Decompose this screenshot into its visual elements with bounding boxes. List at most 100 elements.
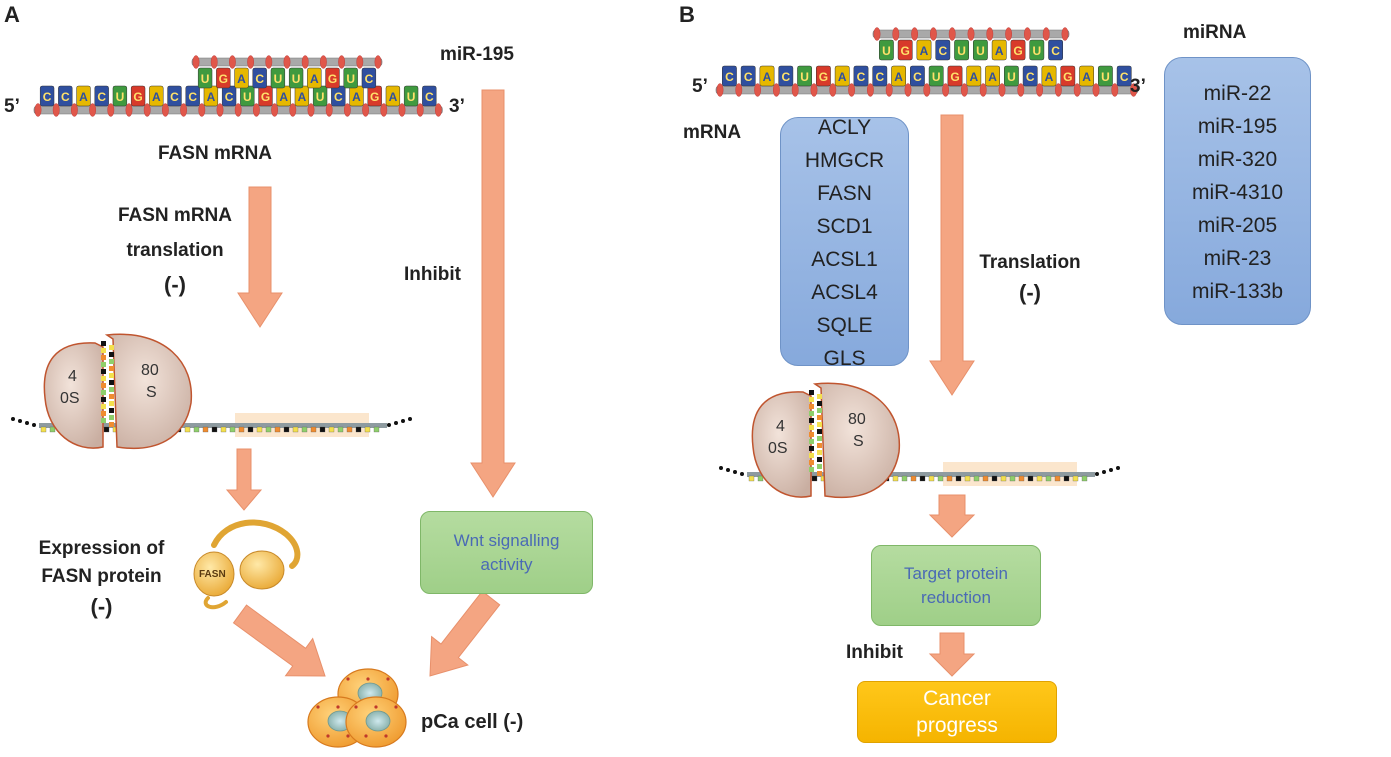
strand-bead xyxy=(961,83,968,97)
nucleotide-base xyxy=(1098,65,1113,87)
track-codon xyxy=(328,426,335,433)
nucleotide-base xyxy=(834,65,850,87)
track-codon xyxy=(274,426,281,433)
trna-bit xyxy=(109,373,114,378)
nucleotide-letter: C xyxy=(1051,44,1060,58)
cell-granule xyxy=(346,677,350,681)
trna-bit xyxy=(809,453,814,458)
track-codon xyxy=(265,426,272,433)
mirna-list-item: miR-320 xyxy=(1197,147,1278,171)
nucleotide-letter: G xyxy=(819,70,828,84)
panel-b-cancer-line2: progress xyxy=(916,714,998,737)
trna-bit xyxy=(101,369,106,374)
protein-chain xyxy=(211,519,301,569)
cell-granule xyxy=(394,705,398,709)
mrna-list-item: HMGCR xyxy=(804,148,885,172)
nucleotide-letter: G xyxy=(1063,70,1072,84)
small-subunit xyxy=(751,391,812,498)
track-dot xyxy=(11,417,15,421)
track-codon xyxy=(973,475,980,482)
strand-bead xyxy=(161,103,169,117)
strand-bead xyxy=(325,103,333,117)
nucleotide-base xyxy=(343,67,358,89)
strand-bead xyxy=(247,55,255,69)
track-codon xyxy=(910,475,917,482)
panel-b-target-box: Target protein reduction xyxy=(871,545,1041,626)
nucleotide-base xyxy=(935,39,951,61)
trna-bit xyxy=(817,394,822,399)
nucleotide-base xyxy=(891,65,906,87)
protein-tail xyxy=(203,596,228,610)
nucleotide-letter: U xyxy=(292,72,301,86)
nucleotide-base xyxy=(985,65,1000,87)
track-codon xyxy=(301,426,308,433)
track-codon xyxy=(1027,475,1034,482)
nucleotide-base xyxy=(1079,65,1094,87)
track-codon xyxy=(919,475,926,482)
nucleotide-base xyxy=(403,85,419,107)
track-codon xyxy=(202,426,209,433)
track-dot xyxy=(1102,470,1106,474)
nucleotide-letter: C xyxy=(938,44,947,58)
trna-bit xyxy=(109,401,114,406)
nucleotide-letter: G xyxy=(1013,44,1022,58)
panel-a-ribosome-small-line1: 4 xyxy=(68,368,77,385)
track-codon xyxy=(757,475,764,482)
nucleotide-base xyxy=(916,39,932,61)
cell-nucleus xyxy=(365,710,391,732)
protein-domain-2 xyxy=(239,550,285,590)
strand-bead xyxy=(307,103,315,117)
mrna-list-item: FASN xyxy=(817,181,872,205)
nucleotide-base xyxy=(966,65,982,87)
nucleotide-letter: A xyxy=(894,70,903,84)
strand-bead xyxy=(271,103,278,117)
panel-a-protein-tag: FASN xyxy=(199,569,226,580)
panel-b-mirna-list-box: miR-22 miR-195 miR-320 miR-4310 miR-205 … xyxy=(1164,57,1311,325)
cell-granule xyxy=(366,677,370,681)
track-codon xyxy=(937,475,944,482)
nucleotide-letter: A xyxy=(763,70,772,84)
nucleotide-letter: C xyxy=(857,70,866,84)
track-codon xyxy=(928,475,935,482)
panel-a-inhibit-arrow xyxy=(470,89,516,498)
strand-bead xyxy=(198,103,206,117)
trna-bit xyxy=(809,418,814,423)
nucleotide-base xyxy=(252,67,267,89)
large-subunit xyxy=(104,333,193,450)
mirna-list-item: miR-4310 xyxy=(1191,180,1284,204)
track-codon xyxy=(1054,475,1061,482)
nucleotide-letter: A xyxy=(920,44,929,58)
strand-bead xyxy=(252,103,260,117)
strand-bead xyxy=(1073,83,1081,97)
nucleotide-letter: A xyxy=(207,90,216,104)
track-codon xyxy=(346,426,353,433)
track-codon xyxy=(49,426,56,433)
nucleotide-letter: A xyxy=(988,70,997,84)
panel-b-3prime-label: 3’ xyxy=(1130,76,1146,97)
panel-b-ribosome-large-line2: S xyxy=(853,433,864,450)
track-codon xyxy=(355,426,362,433)
nucleotide-base xyxy=(197,67,213,89)
track-codon xyxy=(238,426,245,433)
strand-bead xyxy=(434,103,442,117)
mrna-list-item: SCD1 xyxy=(816,214,873,238)
strand-bead xyxy=(942,83,949,97)
panel-b-ribosome xyxy=(719,382,1120,499)
track-dot xyxy=(18,419,22,423)
trna-bit xyxy=(101,418,106,423)
trna-bit xyxy=(109,415,114,420)
panel-a-expression-line2: FASN protein xyxy=(41,566,162,587)
strand-bead xyxy=(180,103,188,117)
nucleotide-base xyxy=(325,67,340,89)
strand-bead xyxy=(71,103,78,117)
panel-b-ribosome-to-target-arrow xyxy=(928,494,976,538)
panel-b-letter: B xyxy=(679,2,695,27)
trna-bit xyxy=(101,362,106,367)
track-codon xyxy=(247,426,254,433)
track-dot xyxy=(408,417,412,421)
nucleotide-letter: C xyxy=(43,90,52,104)
mirna-list-item: miR-195 xyxy=(1197,114,1278,138)
strand-bead xyxy=(192,55,200,69)
nucleotide-base xyxy=(954,39,969,61)
